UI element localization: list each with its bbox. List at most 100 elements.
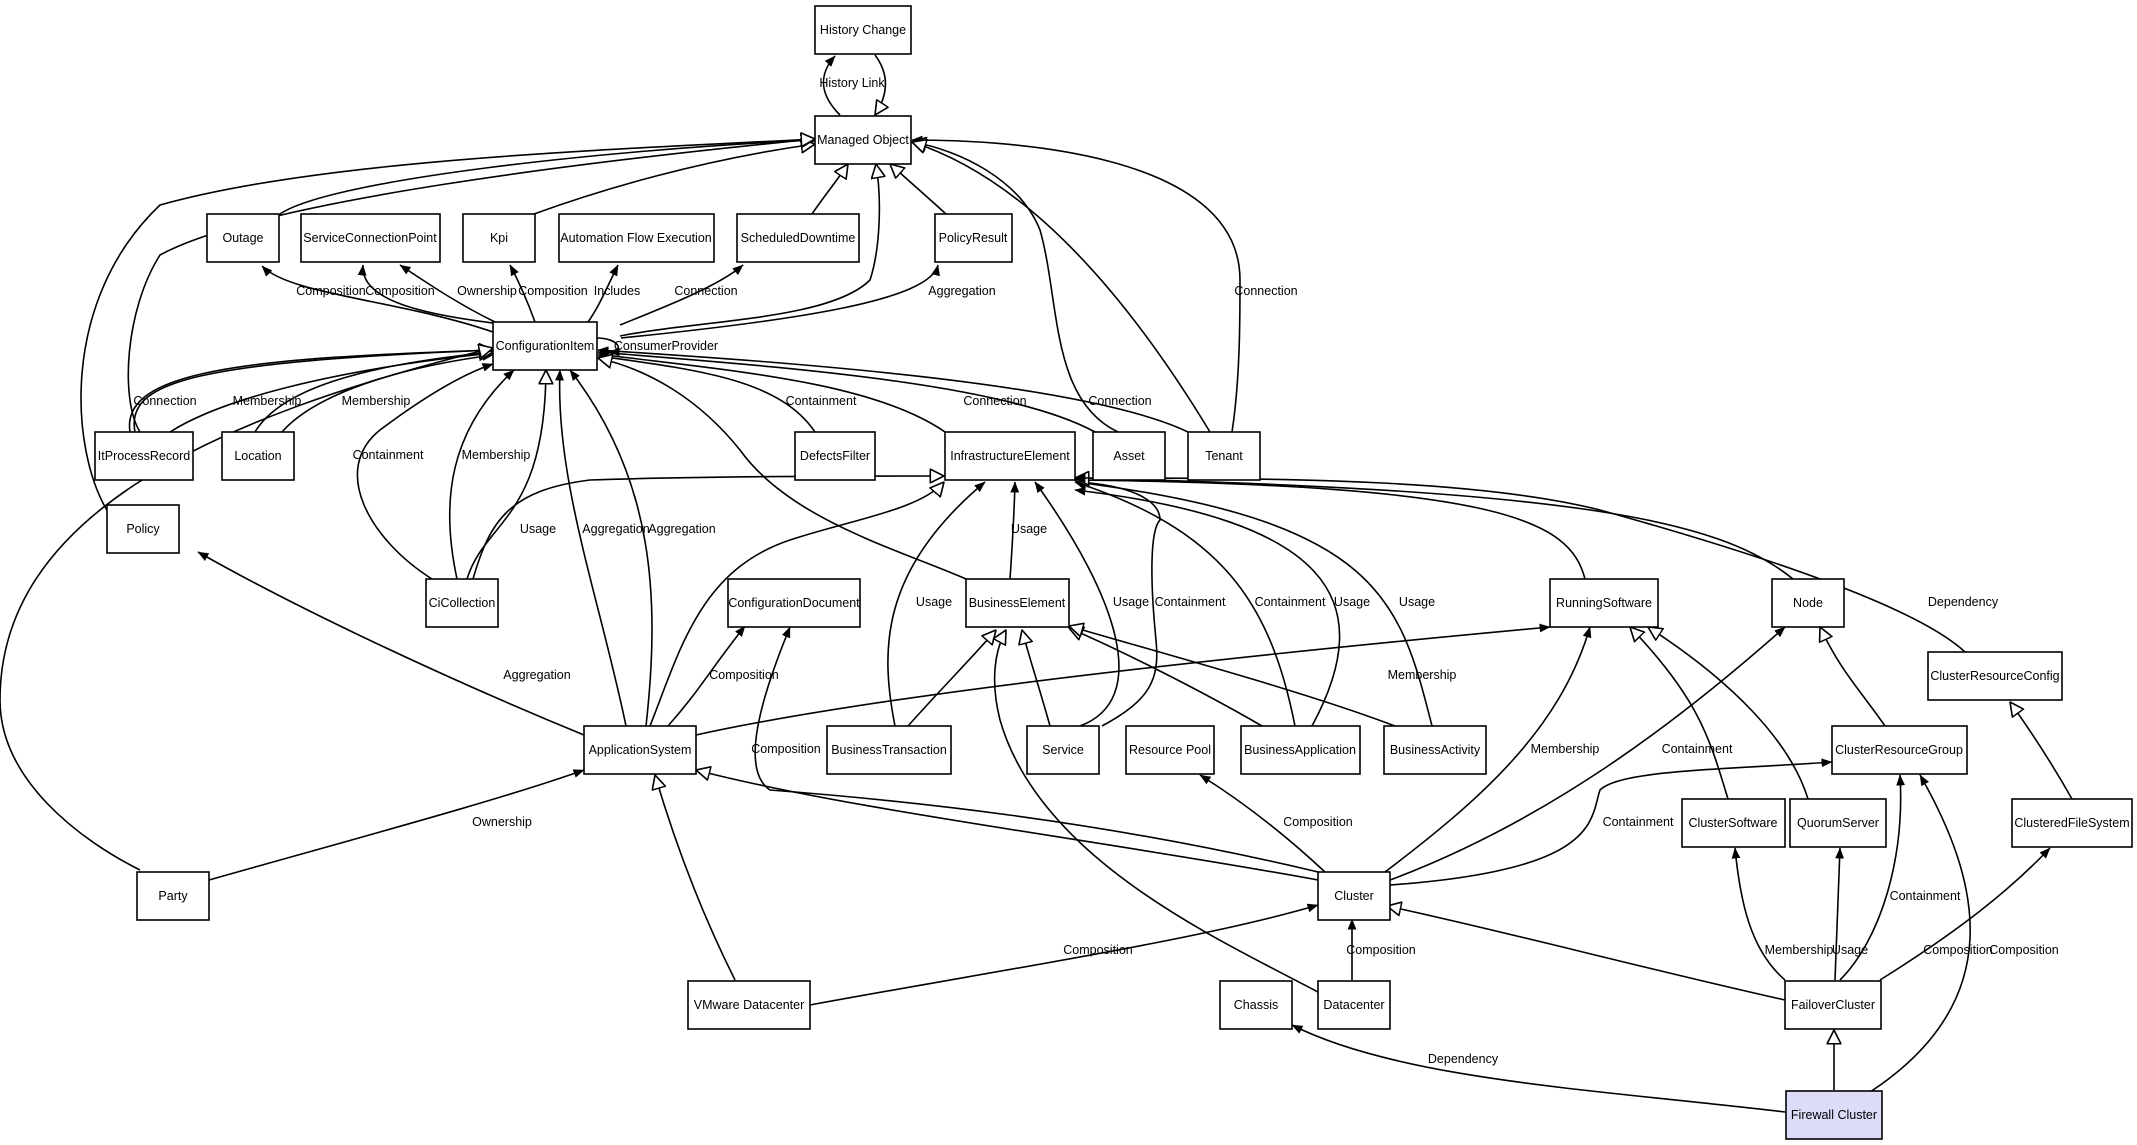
svg-text:BusinessElement: BusinessElement	[969, 596, 1066, 610]
svg-text:ClusterResourceConfig: ClusterResourceConfig	[1930, 669, 2059, 683]
svg-text:Asset: Asset	[1113, 449, 1145, 463]
edge-fw-crg-composition	[1869, 774, 1971, 1093]
svg-text:RunningSoftware: RunningSoftware	[1556, 596, 1652, 610]
node-outage[interactable]: Outage	[206, 213, 280, 263]
node-cluster-resource-group[interactable]: ClusterResourceGroup	[1831, 725, 1968, 775]
edge-policy-inherits-mo	[80, 139, 815, 513]
svg-text:ServiceConnectionPoint: ServiceConnectionPoint	[303, 231, 437, 245]
edge-label: Connection	[1088, 394, 1151, 408]
node-cluster-software[interactable]: ClusterSoftware	[1681, 798, 1786, 848]
edge-cl-rp-composition	[1199, 774, 1326, 873]
edge-label: History Link	[819, 76, 885, 90]
edge-node-inherits-ie	[1075, 478, 1794, 580]
node-datacenter[interactable]: Datacenter	[1317, 980, 1391, 1030]
edge-label: Containment	[1255, 595, 1326, 609]
node-vmware-datacenter[interactable]: VMware Datacenter	[687, 980, 811, 1030]
node-ci-collection[interactable]: CiCollection	[425, 578, 499, 628]
node-business-application[interactable]: BusinessApplication	[1240, 725, 1361, 775]
svg-text:Managed Object: Managed Object	[817, 133, 909, 147]
edge-label: Usage	[1113, 595, 1149, 609]
node-policy[interactable]: Policy	[106, 504, 180, 554]
node-history-change[interactable]: History Change	[814, 5, 912, 55]
node-resource-pool[interactable]: Resource Pool	[1125, 725, 1215, 775]
edge-label: Containment	[1155, 595, 1226, 609]
node-policy-result[interactable]: PolicyResult	[934, 213, 1013, 263]
svg-text:Datacenter: Datacenter	[1323, 998, 1384, 1012]
edge-asset-inherits-mo	[912, 142, 1119, 433]
node-service-connection-point[interactable]: ServiceConnectionPoint	[300, 213, 441, 263]
node-quorum-server[interactable]: QuorumServer	[1789, 798, 1887, 848]
svg-text:PolicyResult: PolicyResult	[939, 231, 1008, 245]
node-chassis[interactable]: Chassis	[1219, 980, 1293, 1030]
edge-label: Composition	[1063, 943, 1133, 957]
edge-ci-outage-composition	[261, 265, 494, 333]
edge-label: Connection	[1234, 284, 1297, 298]
node-business-transaction[interactable]: BusinessTransaction	[826, 725, 952, 775]
svg-text:FailoverCluster: FailoverCluster	[1791, 998, 1875, 1012]
node-firewall-cluster[interactable]: Firewall Cluster	[1785, 1090, 1883, 1140]
edge-label: Containment	[1603, 815, 1674, 829]
edge-label: Composition	[1989, 943, 2059, 957]
edge-label: Connection	[674, 284, 737, 298]
svg-text:Outage: Outage	[222, 231, 263, 245]
node-asset[interactable]: Asset	[1092, 431, 1166, 481]
edge-fc-crg-containment	[1839, 774, 1906, 981]
node-clustered-file-system[interactable]: ClusteredFileSystem	[2011, 798, 2133, 848]
node-failover-cluster[interactable]: FailoverCluster	[1784, 980, 1882, 1030]
edge-ci-sd-connection	[619, 264, 744, 326]
edge-cl-node-containment	[1389, 626, 1786, 881]
node-configuration-item[interactable]: ConfigurationItem	[492, 321, 598, 371]
edge-as-rs-membership	[695, 623, 1551, 736]
node-party[interactable]: Party	[136, 871, 210, 921]
edge-label: Connection	[133, 394, 196, 408]
edge-label: Membership	[462, 448, 531, 462]
edge-ci-kpi-composition	[509, 264, 536, 323]
node-managed-object[interactable]: Managed Object	[814, 115, 912, 165]
svg-text:ApplicationSystem: ApplicationSystem	[589, 743, 692, 757]
edge-label: Aggregation	[928, 284, 995, 298]
node-service[interactable]: Service	[1026, 725, 1100, 775]
node-business-activity[interactable]: BusinessActivity	[1383, 725, 1487, 775]
node-running-software[interactable]: RunningSoftware	[1549, 578, 1659, 628]
edge-cl-cd-composition	[754, 626, 1319, 873]
node-location[interactable]: Location	[221, 431, 295, 481]
edge-label: Ownership	[457, 284, 517, 298]
edge-as-ci-aggregation-2	[569, 369, 653, 727]
edge-label: Usage	[1399, 595, 1435, 609]
edge-as-ci-aggregation-1	[555, 369, 627, 727]
edge-bt-ie-usage	[887, 481, 986, 727]
edge-label: Composition	[1283, 815, 1353, 829]
edge-history-change-inherits-managed-object	[875, 54, 886, 115]
node-infrastructure-element[interactable]: InfrastructureElement	[944, 431, 1076, 481]
edge-label: Membership	[1531, 742, 1600, 756]
edge-label: Containment	[1890, 889, 1961, 903]
node-automation-flow-execution[interactable]: Automation Flow Execution	[558, 213, 715, 263]
edge-crc-ie-dependency	[1074, 473, 1966, 653]
svg-text:ClusterSoftware: ClusterSoftware	[1689, 816, 1778, 830]
node-configuration-document[interactable]: ConfigurationDocument	[727, 578, 861, 628]
edge-label: Usage	[1011, 522, 1047, 536]
edge-label: Dependency	[1428, 1052, 1499, 1066]
svg-text:Tenant: Tenant	[1205, 449, 1243, 463]
edge-history-link	[822, 55, 841, 116]
edge-loc-inherits-ci	[254, 352, 493, 433]
node-it-process-record[interactable]: ItProcessRecord	[94, 431, 194, 481]
edge-tenant-connection	[911, 135, 1241, 433]
edge-label: Usage	[1832, 943, 1868, 957]
edge-outage-inherits	[279, 140, 815, 215]
node-business-element[interactable]: BusinessElement	[965, 578, 1070, 628]
edge-label: Aggregation	[503, 668, 570, 682]
node-node[interactable]: Node	[1771, 578, 1845, 628]
node-scheduled-downtime[interactable]: ScheduledDowntime	[736, 213, 860, 263]
node-cluster-resource-config[interactable]: ClusterResourceConfig	[1927, 651, 2063, 701]
node-defects-filter[interactable]: DefectsFilter	[794, 431, 876, 481]
node-cluster[interactable]: Cluster	[1317, 871, 1391, 921]
edge-label: Composition	[365, 284, 435, 298]
edge-label: Containment	[1662, 742, 1733, 756]
node-tenant[interactable]: Tenant	[1187, 431, 1261, 481]
edge-svc-ie-containment	[1076, 478, 1161, 727]
node-kpi[interactable]: Kpi	[462, 213, 536, 263]
node-application-system[interactable]: ApplicationSystem	[583, 725, 697, 775]
edge-coll-inherits-ci	[466, 370, 546, 580]
